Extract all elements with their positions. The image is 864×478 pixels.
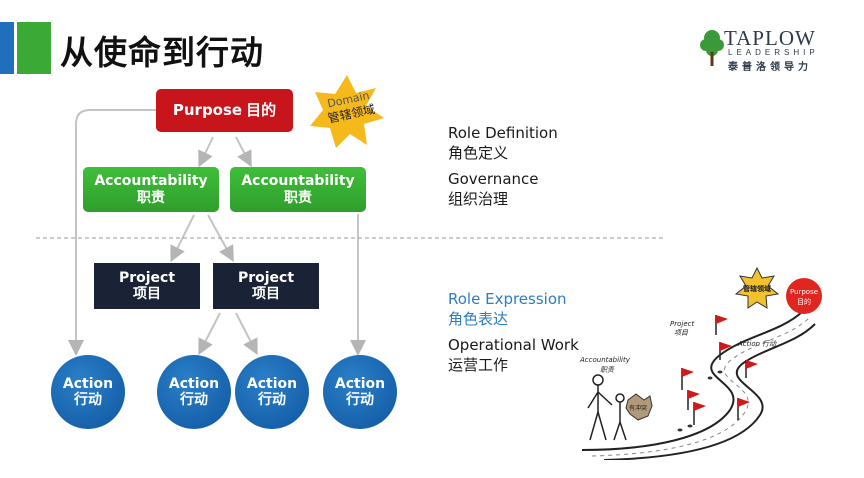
logo-name: TAPLOW bbox=[724, 26, 816, 50]
governance-en: Governance bbox=[448, 170, 539, 188]
sketch-project: Project bbox=[670, 320, 694, 328]
sketch-accountability-cn: 职责 bbox=[600, 366, 615, 374]
role-expression-label: Role Expression 角色表达 bbox=[448, 290, 567, 329]
sketch-purpose: Purpose bbox=[790, 288, 818, 296]
title-accent-blue bbox=[0, 22, 14, 74]
action-circle-2: Action 行动 bbox=[157, 355, 231, 429]
project-cn: 项目 bbox=[252, 286, 280, 302]
project-cn: 项目 bbox=[133, 286, 161, 302]
taplow-logo-icon bbox=[700, 30, 724, 66]
action-cn: 行动 bbox=[180, 392, 208, 408]
sketch-action-cn: 行动 bbox=[762, 340, 777, 348]
accountability-en: Accountability bbox=[94, 173, 208, 190]
purpose-cn: 目的 bbox=[246, 100, 277, 119]
role-expression-en: Role Expression bbox=[448, 290, 567, 308]
journey-sketch-illustration: 有冲突 管辖领域 Purpose 目的 Project 项目 Action 行动… bbox=[579, 266, 822, 460]
accountability-cn: 职责 bbox=[137, 189, 165, 206]
action-circle-1: Action 行动 bbox=[51, 355, 125, 429]
operational-work-cn: 运营工作 bbox=[448, 355, 509, 374]
sketch-purpose-cn: 目的 bbox=[797, 297, 811, 306]
operational-work-label: Operational Work 运营工作 bbox=[448, 336, 579, 375]
sketch-action: Action bbox=[737, 340, 760, 348]
sketch-project-cn: 项目 bbox=[674, 329, 689, 337]
project-box-2: Project 项目 bbox=[213, 263, 319, 309]
title-accent-green bbox=[17, 22, 51, 74]
governance-cn: 组织治理 bbox=[448, 189, 509, 208]
people-sketch-icon bbox=[587, 374, 627, 441]
page-title: 从使命到行动 bbox=[60, 33, 264, 72]
action-circle-3: Action 行动 bbox=[235, 355, 309, 429]
logo-chinese: 泰普洛领导力 bbox=[728, 62, 812, 73]
logo-subtitle: LEADERSHIP bbox=[728, 48, 819, 57]
purpose-en: Purpose bbox=[172, 100, 243, 119]
conflict-badge-icon bbox=[625, 393, 653, 421]
project-en: Project bbox=[237, 269, 295, 286]
role-definition-cn: 角色定义 bbox=[448, 143, 509, 162]
action-cn: 行动 bbox=[74, 392, 102, 408]
role-definition-label: Role Definition 角色定义 bbox=[448, 124, 558, 163]
role-definition-en: Role Definition bbox=[448, 124, 558, 142]
purpose-box: Purpose 目的 bbox=[156, 89, 293, 132]
action-en: Action bbox=[168, 375, 220, 392]
sketch-domain-cn: 管辖领域 bbox=[743, 284, 771, 293]
sketch-accountability: Accountability bbox=[579, 356, 631, 364]
flag-icon bbox=[681, 315, 758, 425]
action-en: Action bbox=[246, 375, 298, 392]
action-cn: 行动 bbox=[346, 392, 374, 408]
action-en: Action bbox=[334, 375, 386, 392]
action-en: Action bbox=[62, 375, 114, 392]
sketch-badge: 有冲突 bbox=[629, 404, 647, 412]
action-circle-4: Action 行动 bbox=[323, 355, 397, 429]
accountability-box-1: Accountability 职责 bbox=[83, 167, 219, 212]
accountability-cn: 职责 bbox=[284, 189, 312, 206]
role-expression-cn: 角色表达 bbox=[448, 309, 509, 328]
project-box-1: Project 项目 bbox=[94, 263, 200, 309]
operational-work-en: Operational Work bbox=[448, 336, 579, 354]
accountability-en: Accountability bbox=[241, 173, 355, 190]
action-cn: 行动 bbox=[258, 392, 286, 408]
accountability-box-2: Accountability 职责 bbox=[230, 167, 366, 212]
sketch-purpose-circle bbox=[786, 278, 822, 314]
sketch-domain-star-icon bbox=[734, 266, 780, 309]
domain-star-icon bbox=[310, 75, 384, 148]
project-en: Project bbox=[118, 269, 176, 286]
governance-label: Governance 组织治理 bbox=[448, 170, 539, 209]
